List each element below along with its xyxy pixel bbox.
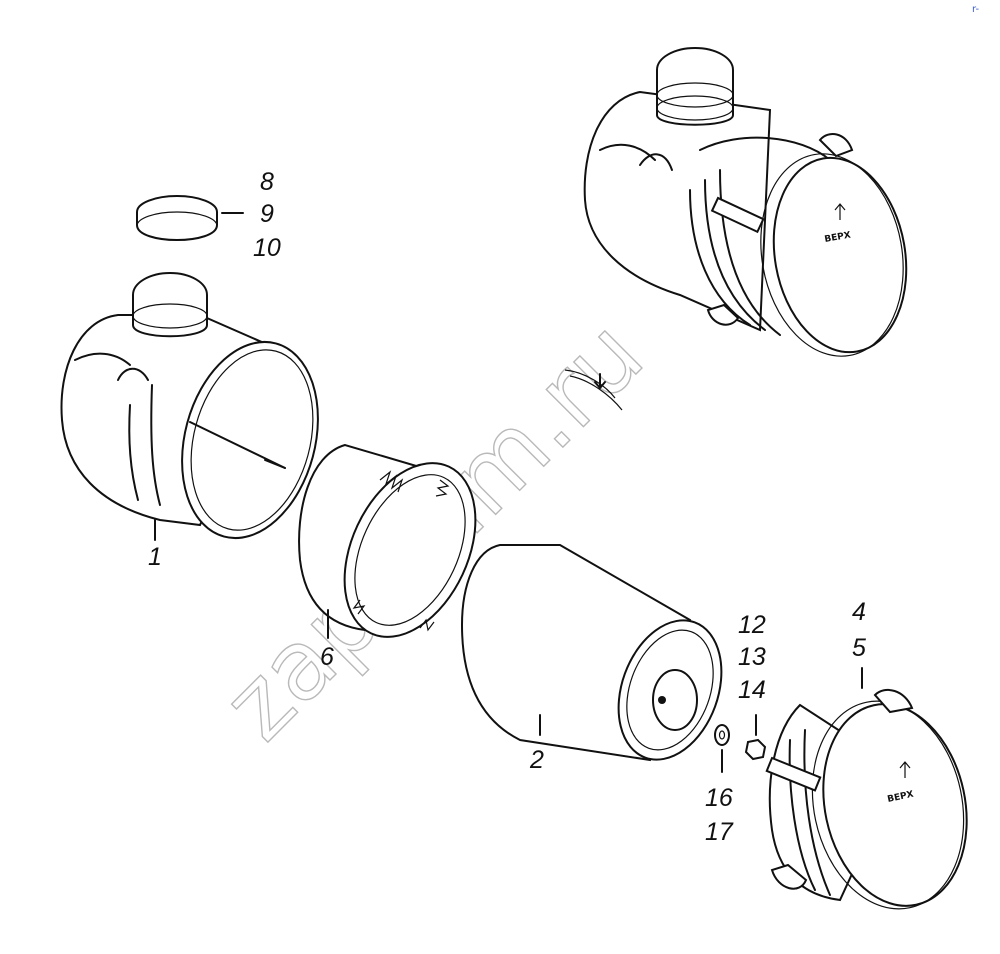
cap: [136, 195, 244, 241]
callout-6: 6: [320, 643, 334, 671]
callout-9: 9: [260, 200, 274, 228]
callout-13: 13: [738, 643, 766, 671]
callout-5: 5: [852, 634, 866, 662]
top-cover-marking: ВЕРХ: [824, 230, 852, 244]
callout-1: 1: [148, 543, 162, 571]
callout-14: 14: [738, 676, 766, 704]
callout-2: 2: [529, 746, 544, 774]
callout-12: 12: [738, 611, 766, 639]
callout-16: 16: [705, 784, 733, 812]
filter-cover: ВЕРХ: [765, 667, 968, 910]
callout-4: 4: [852, 598, 866, 626]
assembled-air-filter: ВЕРХ: [583, 47, 908, 357]
callout-17: 17: [705, 818, 734, 846]
filter-housing: [60, 272, 319, 541]
direction-mark: [564, 369, 623, 411]
corner-mark: r-: [972, 4, 979, 15]
callout-8: 8: [260, 168, 274, 196]
filter-element: [460, 544, 723, 762]
pre-cleaner: [298, 443, 477, 639]
washer-and-nut: [714, 714, 767, 773]
callout-10: 10: [253, 234, 281, 262]
